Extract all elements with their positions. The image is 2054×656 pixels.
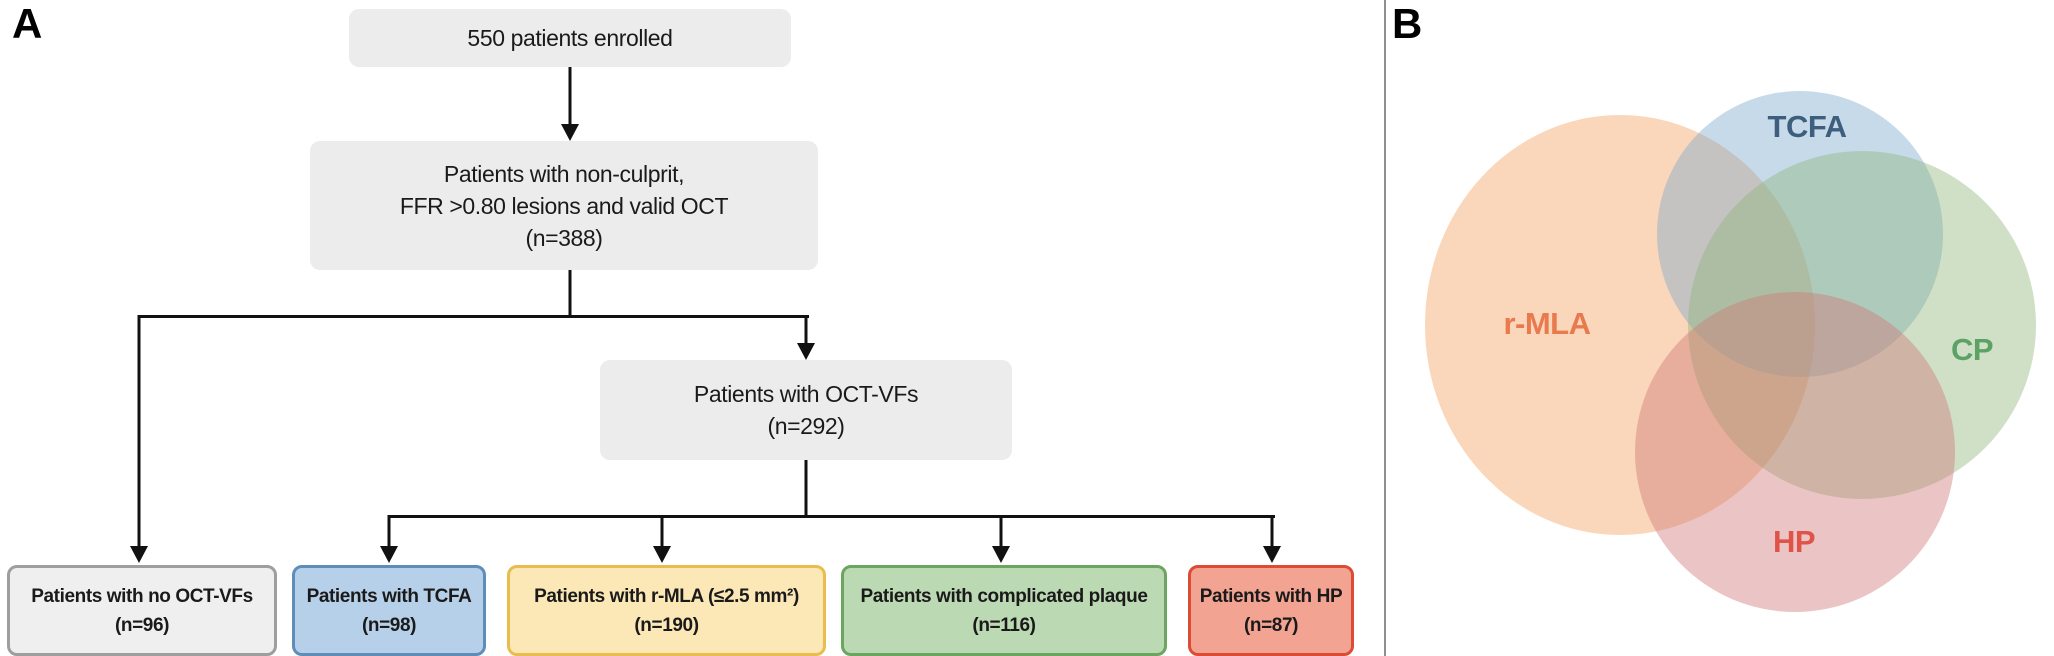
flow-box-nonculprit: Patients with non-culprit, FFR >0.80 les… [310,141,818,270]
flow-box-enrolled: 550 patients enrolled [349,9,791,67]
venn-circle-tcfa [1657,91,1943,377]
flow-box-nonculprit-line1: Patients with non-culprit, [443,160,685,187]
flow-box-complicated-plaque-line1: Patients with complicated plaque [860,585,1148,607]
arrow-down-icon [380,546,398,563]
flow-box-no-octvf-line2: (n=96) [114,614,170,636]
flow-box-tcfa-line1: Patients with TCFA [306,585,472,607]
flow-box-hp-line1: Patients with HP [1199,585,1343,607]
connector-line [568,67,572,124]
venn-circle-cp [1688,151,2036,499]
venn-label-hp: HP [1772,524,1816,559]
flow-box-nonculprit-line2: FFR >0.80 lesions and valid OCT [399,192,729,219]
flow-box-octvf: Patients with OCT-VFs (n=292) [600,360,1012,460]
flow-box-rmla: Patients with r-MLA (≤2.5 mm²) (n=190) [507,565,826,656]
branch-line-2 [389,515,1275,518]
arrow-down-icon [561,124,579,141]
branch-line-1 [139,315,809,318]
connector-line [1270,515,1274,547]
venn-label-tcfa: TCFA [1767,109,1847,144]
venn-label-cp: CP [1950,332,1994,367]
connector-line [804,315,808,344]
arrow-down-icon [653,546,671,563]
connector-line [568,270,572,315]
flow-box-complicated-plaque-line2: (n=116) [972,614,1036,636]
flow-box-complicated-plaque: Patients with complicated plaque (n=116) [841,565,1167,656]
flow-box-hp: Patients with HP (n=87) [1188,565,1354,656]
venn-circle-rmla [1425,115,1815,535]
venn-label-rmla: r-MLA [1503,306,1591,341]
connector-line [804,460,808,515]
venn-circle-hp [1635,292,1955,612]
flow-box-rmla-line1: Patients with r-MLA (≤2.5 mm²) [534,585,799,607]
connector-line [387,515,391,547]
flow-box-enrolled-text: 550 patients enrolled [467,25,673,51]
flow-box-no-octvf-line1: Patients with no OCT-VFs [31,585,253,607]
panel-divider [1384,0,1386,656]
connector-line [137,315,141,547]
arrow-down-icon [992,546,1010,563]
arrow-down-icon [130,546,148,563]
flow-box-no-octvf: Patients with no OCT-VFs (n=96) [7,565,277,656]
flow-box-tcfa-line2: (n=98) [361,614,417,636]
connector-line [660,515,664,547]
arrow-down-icon [797,343,815,360]
connector-line [999,515,1003,547]
flow-box-hp-line2: (n=87) [1243,614,1299,636]
flow-box-rmla-line2: (n=190) [634,614,699,636]
flow-box-tcfa: Patients with TCFA (n=98) [292,565,486,656]
flow-box-octvf-line1: Patients with OCT-VFs [693,381,919,407]
panel-a-label: A [12,0,42,47]
panel-b-label: B [1392,0,1422,47]
arrow-down-icon [1263,546,1281,563]
flow-box-octvf-line2: (n=292) [767,413,845,439]
flow-box-nonculprit-line3: (n=388) [525,224,603,251]
